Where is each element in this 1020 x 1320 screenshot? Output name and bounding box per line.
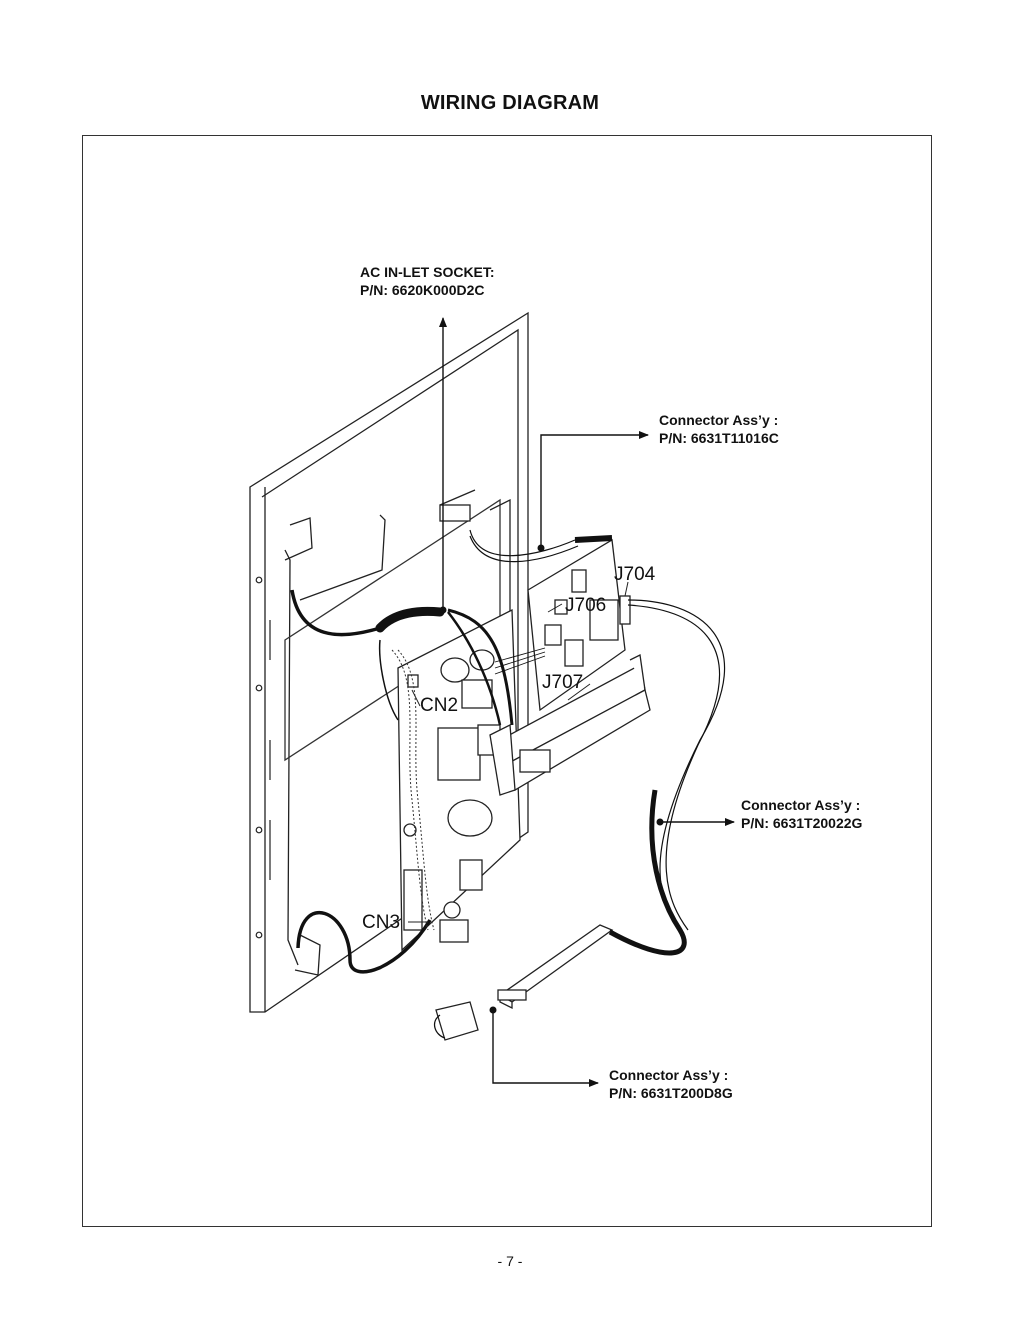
label-cn3: CN3 — [362, 912, 401, 933]
bead-harness — [391, 649, 435, 931]
callout-200d8g-line1: Connector Ass’y : — [609, 1067, 729, 1083]
wires — [290, 529, 726, 1039]
callout-connector-200d8g: Connector Ass’y : P/N: 6631T200D8G — [609, 1066, 733, 1102]
label-cn2: CN2 — [420, 695, 459, 716]
callout-11016c-line1: Connector Ass’y : — [659, 412, 779, 428]
callout-20022g-line2: P/N: 6631T20022G — [741, 815, 863, 831]
leader-lines — [439, 317, 735, 1087]
panel-screws — [255, 576, 271, 939]
callout-11016c-line2: P/N: 6631T11016C — [659, 430, 779, 446]
label-j706: J706 — [565, 595, 607, 616]
connector-leaders — [408, 581, 629, 923]
label-j707: J707 — [542, 672, 584, 693]
power-board — [397, 608, 521, 952]
label-j704: J704 — [614, 564, 656, 585]
callout-connector-20022g: Connector Ass’y : P/N: 6631T20022G — [741, 796, 862, 832]
leader-dots — [439, 544, 664, 1014]
callout-ac-inlet-line1: AC IN-LET SOCKET: — [360, 264, 495, 280]
control-pcb — [435, 924, 614, 1041]
page-title: WIRING DIAGRAM — [420, 92, 600, 114]
interface-board — [489, 538, 651, 796]
page-number: - 7 - — [497, 1253, 523, 1269]
callout-connector-11016c: Connector Ass’y : P/N: 6631T11016C — [659, 411, 779, 447]
callout-ac-inlet-socket: AC IN-LET SOCKET: P/N: 6620K000D2C — [360, 263, 495, 299]
diagram-frame — [82, 135, 932, 1227]
callout-200d8g-line2: P/N: 6631T200D8G — [609, 1085, 733, 1101]
callout-20022g-line1: Connector Ass’y : — [741, 797, 861, 813]
callout-ac-inlet-line2: P/N: 6620K000D2C — [360, 282, 485, 298]
